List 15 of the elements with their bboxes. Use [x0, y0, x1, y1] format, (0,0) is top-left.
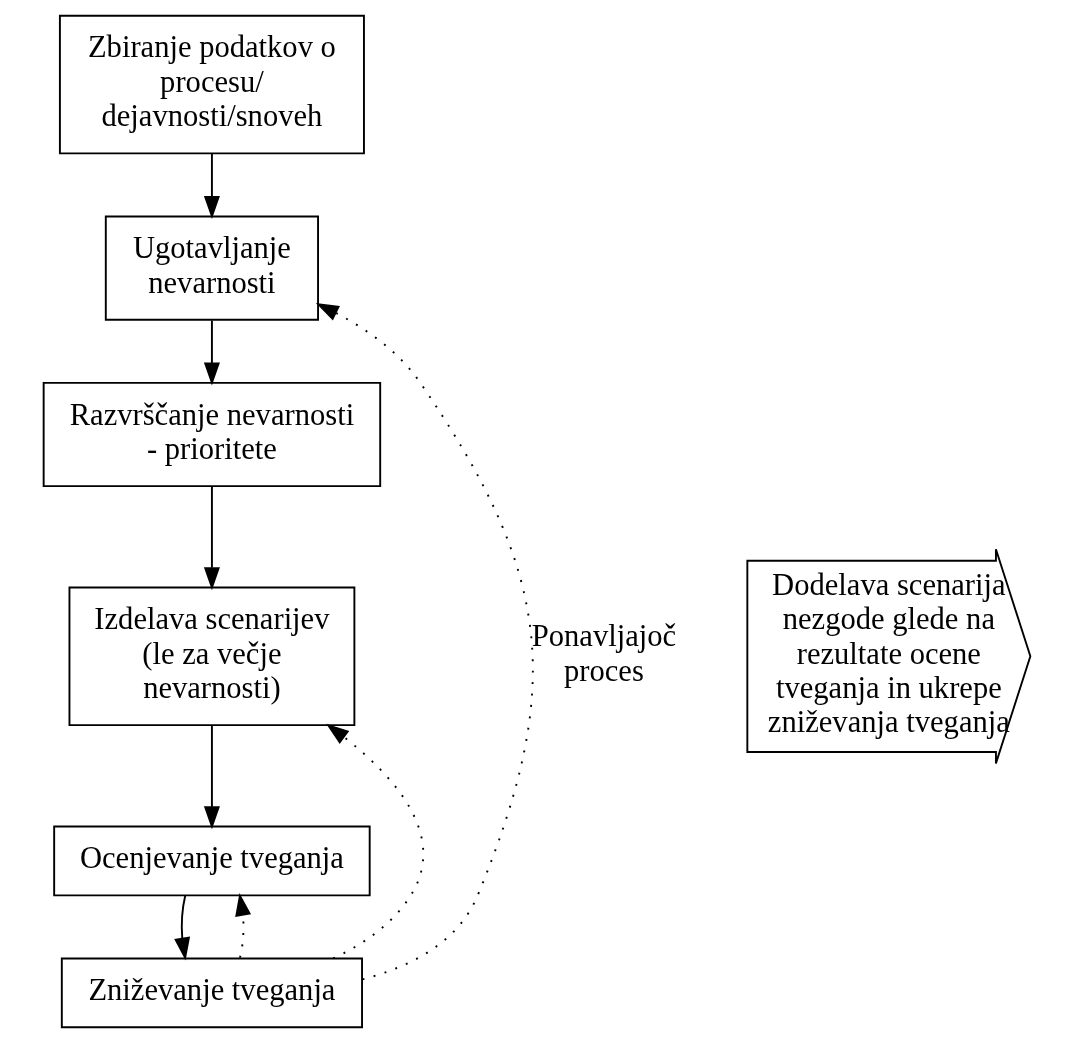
- node-box: Izdelava scenarijev (le za večje nevarnosti): [68, 586, 355, 727]
- arrow: [234, 892, 251, 959]
- node-box: Ugotavljanje nevarnosti: [104, 215, 319, 321]
- node-box: Razvrščanje nevarnosti - prioritete: [42, 381, 381, 488]
- node-box: Zbiranje podatkov o procesu/ dejavnosti/snoveh: [58, 14, 365, 155]
- arrow: [203, 319, 220, 386]
- node-box: Zniževanje tveganja: [60, 957, 363, 1029]
- arrow: [203, 485, 220, 591]
- arrow: [173, 894, 190, 961]
- arrow: [315, 303, 534, 981]
- node-box: Ocenjevanje tveganja: [52, 825, 371, 897]
- arrow: [325, 723, 424, 960]
- arrow: [203, 152, 220, 219]
- edge-label: Ponavljajoč proces: [531, 619, 676, 688]
- arrow: [203, 724, 220, 830]
